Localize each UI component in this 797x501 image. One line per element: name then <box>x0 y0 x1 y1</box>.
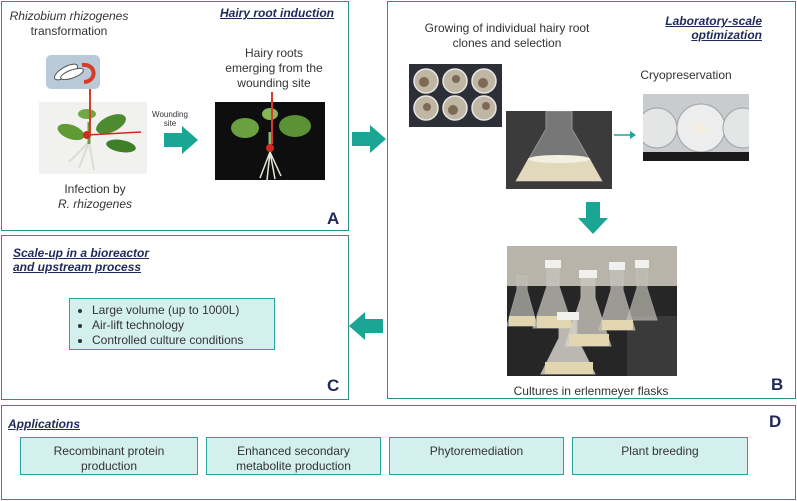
app-3-line1: Phytoremediation <box>429 444 524 458</box>
bacteria-icon <box>46 55 100 89</box>
panel-c-scale-up: Scale-up in a bioreactor and upstream pr… <box>1 235 349 400</box>
cryopreservation-photo <box>643 94 749 161</box>
arrow-to-cryo <box>614 131 636 139</box>
infection-label: Infection by R. rhizogenes <box>30 182 160 212</box>
erlenmeyer-flasks-photo <box>507 246 677 376</box>
panel-a-letter: A <box>327 209 340 228</box>
panel-c-title-line1: Scale-up in a bioreactor <box>13 246 150 260</box>
panel-c-title: Scale-up in a bioreactor and upstream pr… <box>13 246 149 274</box>
panel-b-lab-optimization: Growing of individual hairy root clones … <box>387 1 796 399</box>
panel-c-title-line2: and upstream process <box>13 260 142 274</box>
application-secondary-metabolite: Enhanced secondary metabolite production <box>206 437 381 475</box>
arrow-right-a <box>164 126 198 154</box>
panel-b-letter: B <box>771 375 784 394</box>
red-pointer-line-2 <box>271 92 273 144</box>
growing-line1: Growing of individual hairy root <box>424 21 590 35</box>
panel-d-title: Applications <box>8 417 81 431</box>
panel-b-title: Laboratory-scale optimization <box>650 14 762 42</box>
infection-line1: Infection by <box>64 182 126 196</box>
transformation-species: Rhizobium rhizogenes <box>9 9 129 23</box>
panel-b-title-line1: Laboratory-scale <box>665 14 762 28</box>
hairy-roots-line1: Hairy roots <box>244 46 303 60</box>
infected-plant-photo <box>39 102 147 174</box>
panel-a-hairy-root-induction: Hairy root induction Rhizobium rhizogene… <box>1 1 349 231</box>
panel-d-letter: D <box>769 412 782 431</box>
transformation-label: Rhizobium rhizogenes transformation <box>4 9 134 39</box>
panel-b-title-line2: optimization <box>691 28 762 42</box>
app-4-line1: Plant breeding <box>621 444 699 458</box>
arrow-b-to-c <box>349 312 383 340</box>
hairy-roots-line3: wounding site <box>237 76 311 90</box>
wounding-word: Wounding <box>152 110 188 119</box>
hairy-roots-photo <box>215 102 325 180</box>
scale-up-features-box: Large volume (up to 1000L) Air-lift tech… <box>69 298 275 350</box>
hairy-roots-line2: emerging from the <box>225 61 323 75</box>
arrow-a-to-b <box>352 125 386 153</box>
app-1-line1: Recombinant protein <box>53 444 165 458</box>
flask-closeup-photo <box>506 111 612 189</box>
site-word: site <box>163 119 177 128</box>
panel-d-applications: Applications D Recombinant protein produ… <box>1 405 796 500</box>
feature-air-lift: Air-lift technology <box>92 318 268 333</box>
infection-line2: R. rhizogenes <box>57 197 133 211</box>
flasks-label: Cultures in erlenmeyer flasks <box>513 384 669 398</box>
panel-c-letter: C <box>327 376 340 395</box>
panel-a-title: Hairy root induction <box>220 6 334 20</box>
app-2-line1: Enhanced secondary <box>237 444 350 458</box>
well-plate-photo <box>409 64 502 127</box>
cryo-label: Cryopreservation <box>640 68 732 82</box>
app-2-line2: metabolite production <box>236 459 351 473</box>
application-phytoremediation: Phytoremediation <box>389 437 564 475</box>
growing-label: Growing of individual hairy root clones … <box>402 21 612 51</box>
application-plant-breeding: Plant breeding <box>572 437 748 475</box>
feature-controlled-conditions: Controlled culture conditions <box>92 333 268 348</box>
red-pointer-line <box>89 89 91 135</box>
transformation-word: transformation <box>30 24 108 38</box>
growing-line2: clones and selection <box>452 36 562 50</box>
hairy-roots-label: Hairy roots emerging from the wounding s… <box>208 46 340 91</box>
feature-large-volume: Large volume (up to 1000L) <box>92 303 268 318</box>
application-recombinant-protein: Recombinant protein production <box>20 437 198 475</box>
wounding-site-label: Wounding site <box>148 110 192 128</box>
arrow-down-b <box>578 202 608 234</box>
app-1-line2: production <box>80 459 138 473</box>
